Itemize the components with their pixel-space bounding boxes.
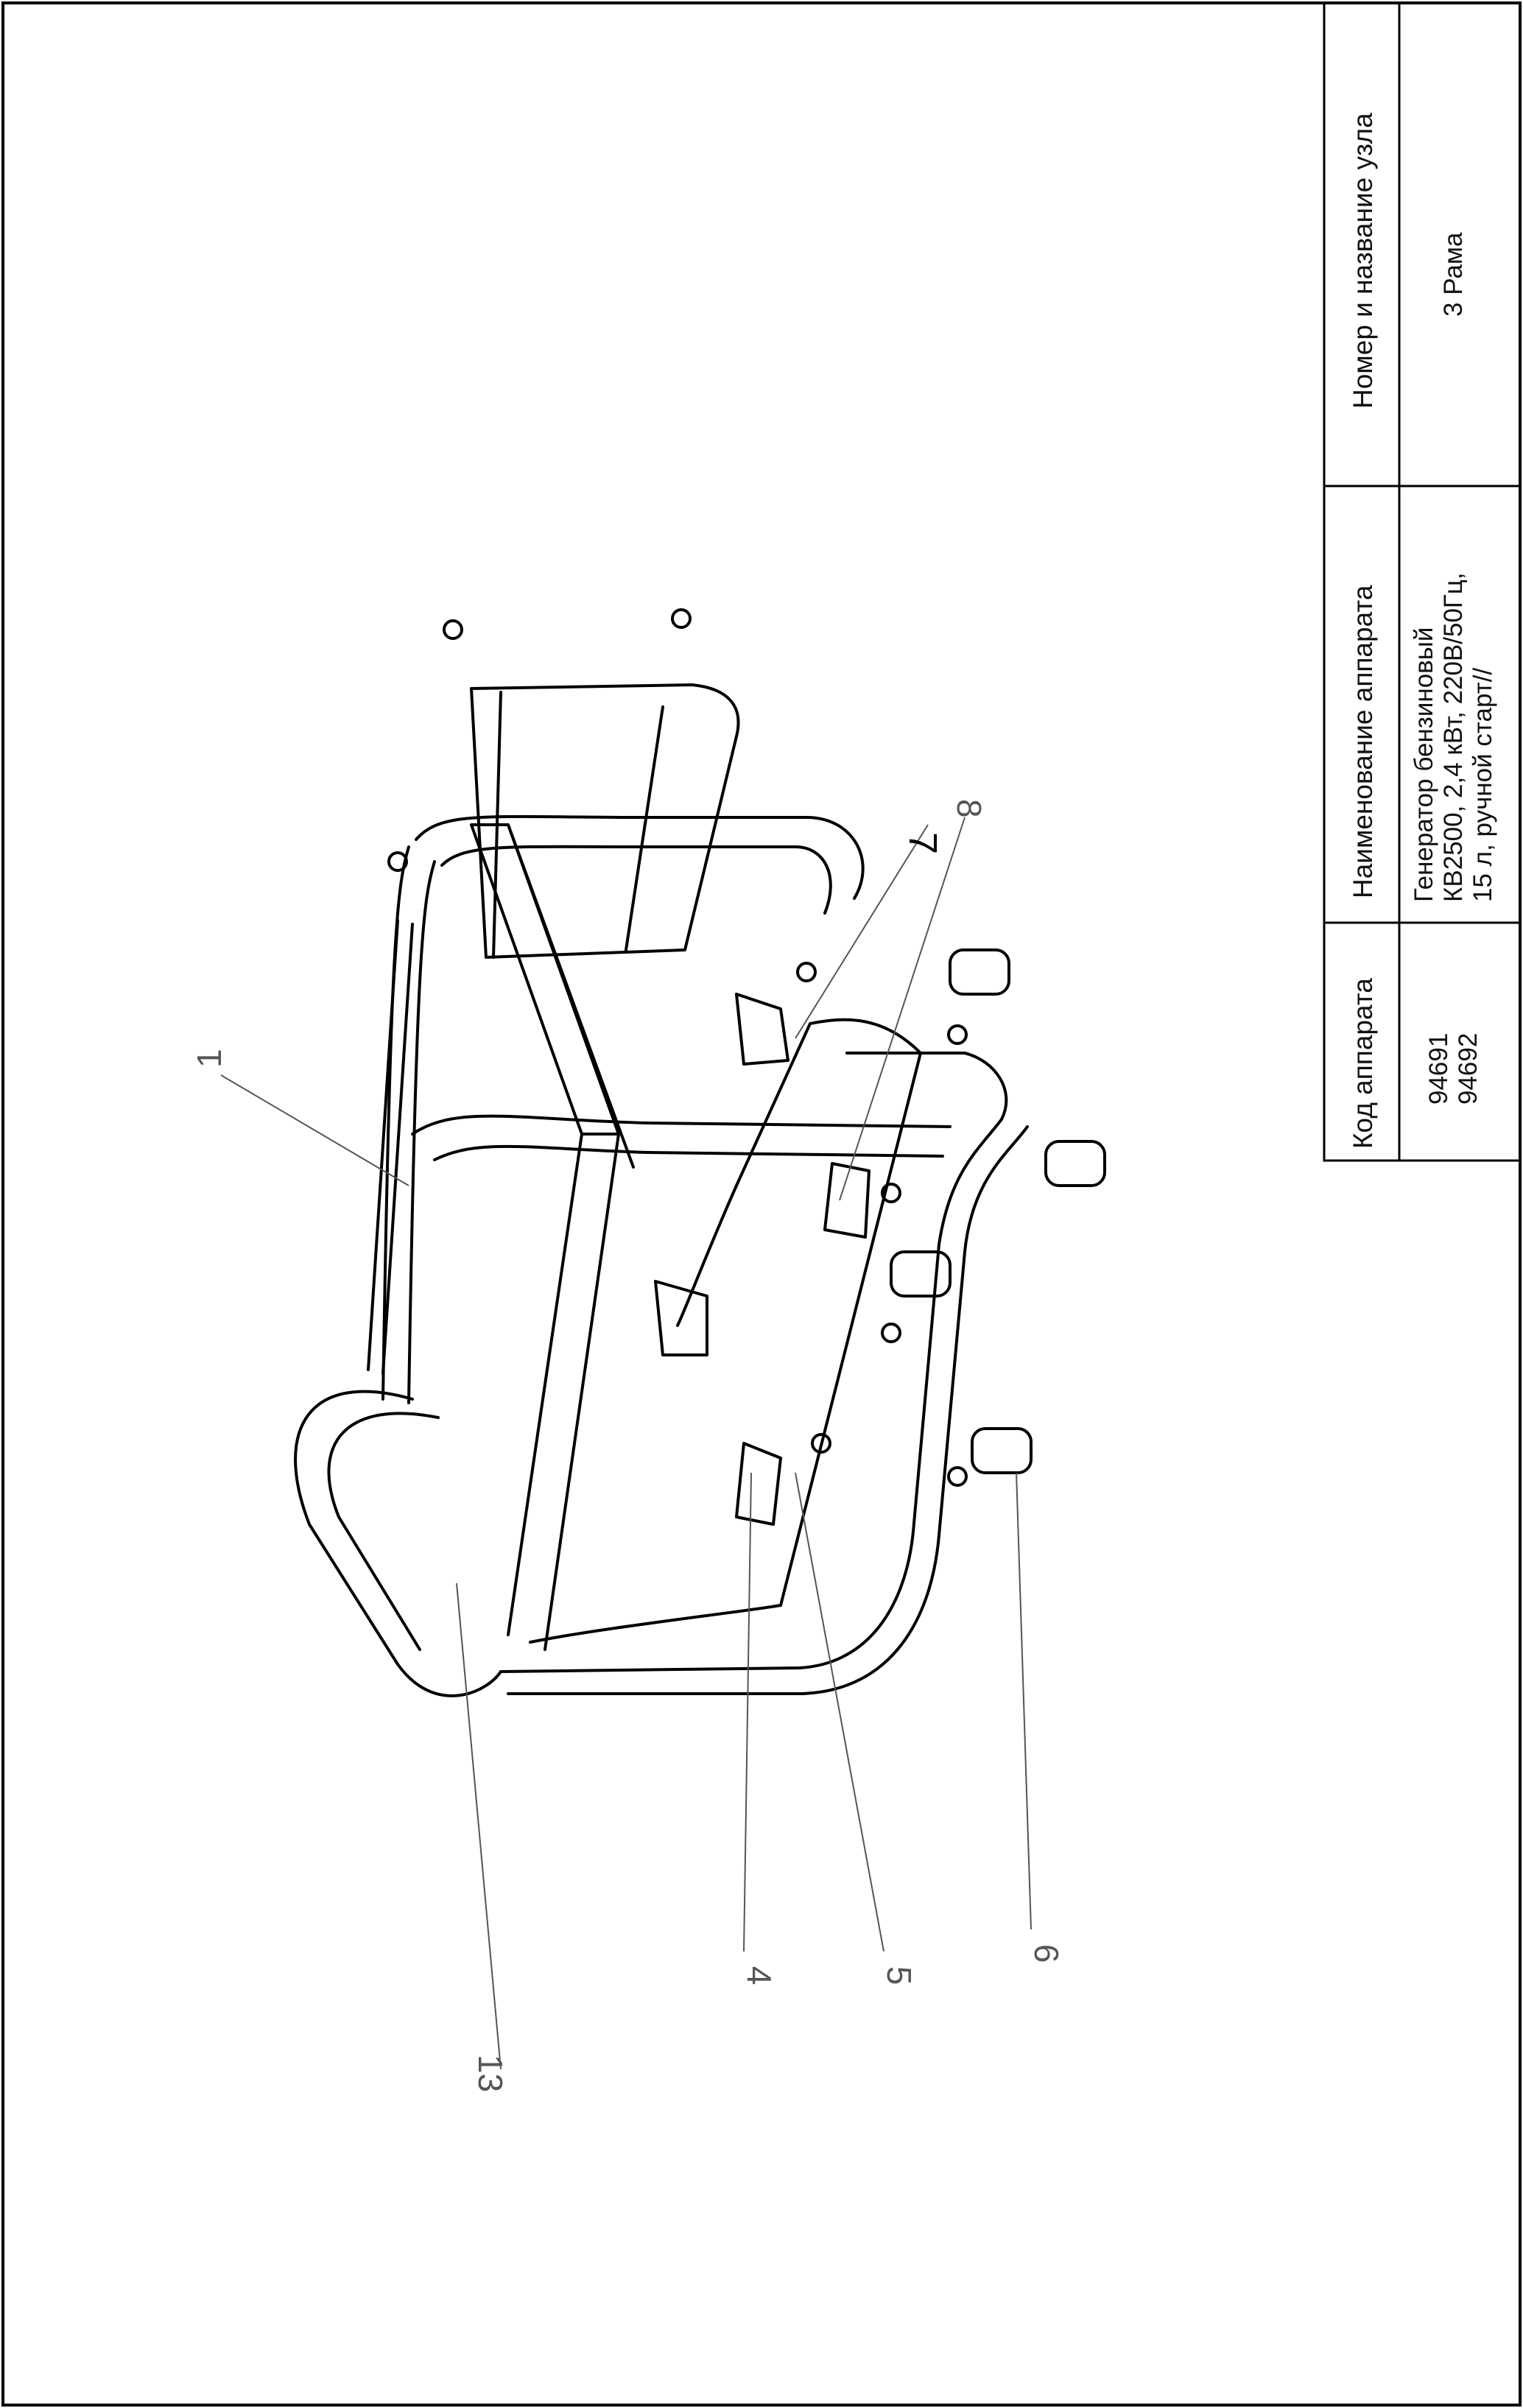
callout-7: 7	[901, 832, 945, 854]
header-unit: Номер и название узла	[1348, 113, 1378, 409]
callout-8: 8	[950, 799, 988, 818]
callout-1: 1	[190, 1049, 228, 1068]
header-device-name: Наименование аппарата	[1348, 585, 1378, 898]
title-block	[1323, 1, 1522, 1162]
callout-5: 5	[880, 1966, 918, 1985]
device-name-line-3: 15 л, ручной старт//	[1469, 667, 1497, 902]
code-2: 94692	[1454, 1032, 1482, 1105]
callout-6: 6	[1027, 1944, 1066, 1963]
callout-13: 13	[471, 2055, 510, 2092]
frame-assembly	[294, 608, 1106, 1697]
device-name-line-2: КВ2500, 2,4 кВт, 220В/50Гц,	[1439, 572, 1468, 902]
callout-labels: 1 4 5 6 7 8 13	[190, 799, 1066, 2092]
callout-4: 4	[740, 1966, 778, 1985]
header-code: Код аппарата	[1348, 978, 1378, 1149]
device-name-line-1: Генератор бензиновый	[1410, 627, 1438, 902]
code-1: 94691	[1424, 1032, 1453, 1105]
unit-name: 3 Рама	[1439, 232, 1468, 317]
leader-lines	[220, 817, 1032, 2070]
